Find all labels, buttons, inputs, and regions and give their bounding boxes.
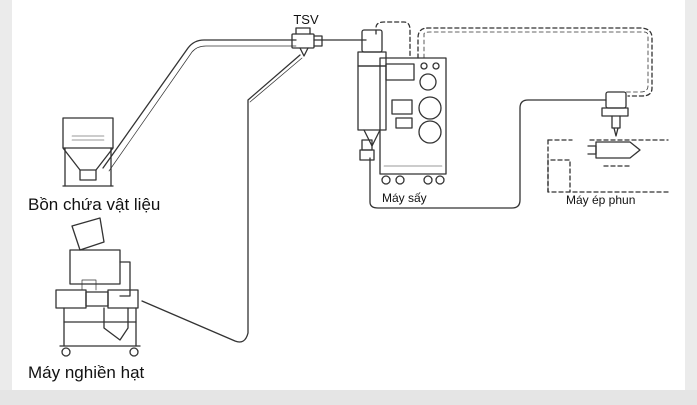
storage-bin-drawing [62,117,114,187]
diagram-canvas [12,0,685,390]
tsv-label: TSV [293,12,319,27]
pipe-granulator-to-tsv [141,54,301,343]
granulator-label: Máy nghiền hạt [28,363,145,382]
granulator-drawing [55,217,141,357]
dryer-drawing [357,29,447,185]
pipe-bin-to-tsv [102,39,297,169]
injection-loader-drawing [601,91,629,137]
bottom-strip [0,390,697,405]
storage-bin-label: Bồn chứa vật liệu [28,195,160,214]
dashed-line-a [375,21,411,59]
injection-barrel-drawing [587,141,641,159]
dashed-line-c [423,31,649,93]
injection-machine-label: Máy ép phun [566,193,635,207]
injection-machine-drawing [547,139,669,193]
tsv-valve [291,27,323,57]
pipe-dryer-to-injection [369,99,607,209]
dashed-line-b [417,27,653,97]
dryer-label: Máy sấy [382,191,427,205]
